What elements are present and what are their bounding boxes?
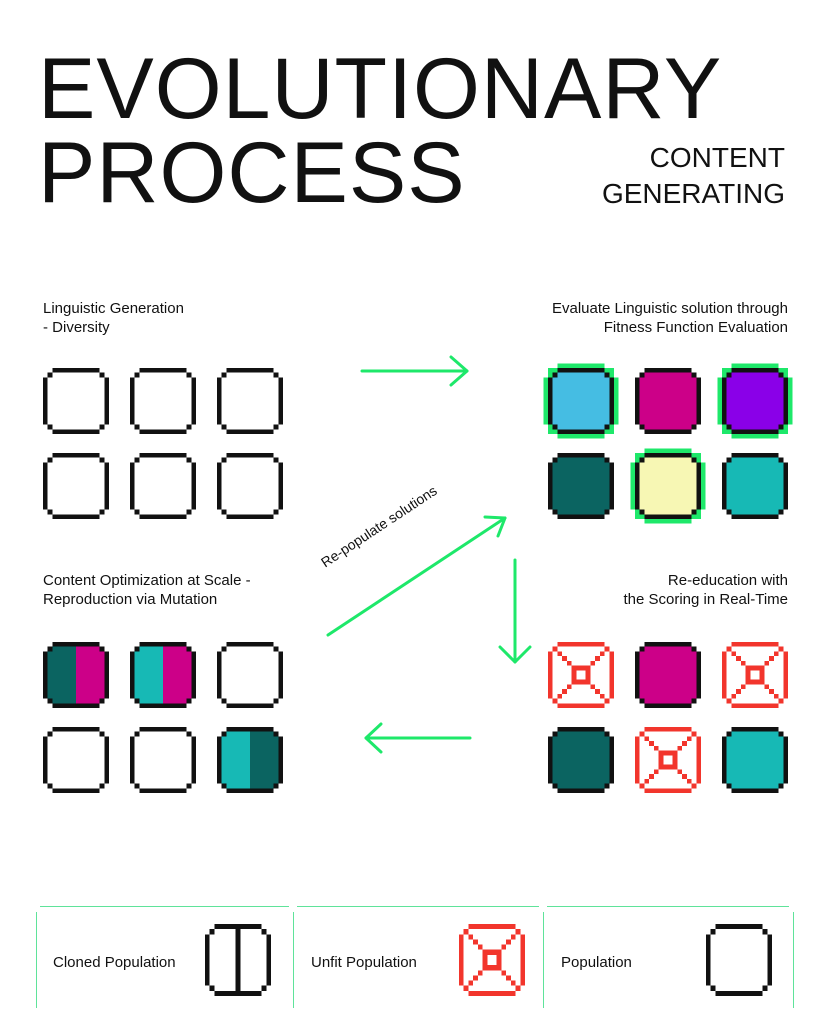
individual-icon <box>548 453 614 519</box>
unfit-individual-icon <box>722 642 788 708</box>
subtitle-line-2: GENERATING <box>601 178 785 209</box>
empty-individual-icon <box>217 453 283 519</box>
fit-individual-icon <box>717 363 793 439</box>
individual-icon <box>722 453 788 519</box>
stage-label-line: Reproduction via Mutation <box>43 591 218 608</box>
individual-icon <box>635 642 701 708</box>
legend-label: Unfit Population <box>311 954 417 971</box>
empty-individual-icon <box>217 642 283 708</box>
unfit-individual-icon <box>635 727 701 793</box>
legend-divider <box>36 912 37 1008</box>
arrow-down-icon <box>498 558 532 664</box>
legend-item-cloned: Cloned Population <box>36 906 293 1008</box>
legend-label: Cloned Population <box>53 954 176 971</box>
subtitle-line-1: CONTENT <box>649 142 785 173</box>
stage-label-generation: Linguistic Generation - Diversity <box>43 299 184 337</box>
fit-individual-icon <box>543 363 619 439</box>
mutated-individual-icon <box>130 642 196 708</box>
legend-divider <box>547 906 789 907</box>
mutated-individual-icon <box>217 727 283 793</box>
empty-individual-icon <box>217 368 283 434</box>
unfit-individual-icon <box>548 642 614 708</box>
stage-label-optimization: Content Optimization at Scale - Reproduc… <box>43 571 251 609</box>
individual-icon <box>548 727 614 793</box>
legend-divider <box>297 906 539 907</box>
arrow-right-icon <box>360 355 469 387</box>
stage-label-line: Re-education with <box>667 572 788 589</box>
legend-item-unfit: Unfit Population <box>293 906 543 1008</box>
stage-label-line: Content Optimization at Scale - <box>43 572 251 589</box>
population-icon <box>706 924 772 996</box>
unfit-population-icon <box>459 924 525 996</box>
stage-label-line: Linguistic Generation <box>43 300 184 317</box>
stage-label-reeducation: Re-education with the Scoring in Real-Ti… <box>623 571 788 609</box>
fit-individual-icon <box>630 448 706 524</box>
legend-divider <box>543 912 544 1008</box>
empty-individual-icon <box>43 368 109 434</box>
population-grid-evaluation <box>543 363 793 533</box>
empty-individual-icon <box>130 727 196 793</box>
legend-label: Population <box>561 954 632 971</box>
empty-individual-icon <box>43 727 109 793</box>
mutated-individual-icon <box>43 642 109 708</box>
cloned-population-icon <box>205 924 271 996</box>
stage-label-line: the Scoring in Real-Time <box>623 591 788 608</box>
title-line-2: PROCESS <box>38 125 466 221</box>
legend-item-population: Population <box>543 906 794 1008</box>
empty-individual-icon <box>43 453 109 519</box>
stage-label-line: Fitness Function Evaluation <box>603 319 788 336</box>
subtitle: CONTENT GENERATING <box>602 140 785 212</box>
stage-label-line: - Diversity <box>43 319 110 336</box>
legend-divider <box>293 912 294 1008</box>
arrow-left-icon <box>364 722 472 754</box>
empty-individual-icon <box>130 453 196 519</box>
individual-icon <box>722 727 788 793</box>
population-grid-generation <box>43 368 288 533</box>
legend-divider <box>793 912 794 1008</box>
individual-icon <box>635 368 701 434</box>
stage-label-line: Evaluate Linguistic solution through <box>552 300 788 317</box>
empty-individual-icon <box>130 368 196 434</box>
title-line-1: EVOLUTIONARY <box>38 41 723 137</box>
population-grid-optimization <box>43 642 288 807</box>
population-grid-reeducation <box>548 642 793 807</box>
arrow-diagonal-icon <box>326 515 507 637</box>
stage-label-evaluation: Evaluate Linguistic solution through Fit… <box>552 299 788 337</box>
legend-divider <box>40 906 289 907</box>
